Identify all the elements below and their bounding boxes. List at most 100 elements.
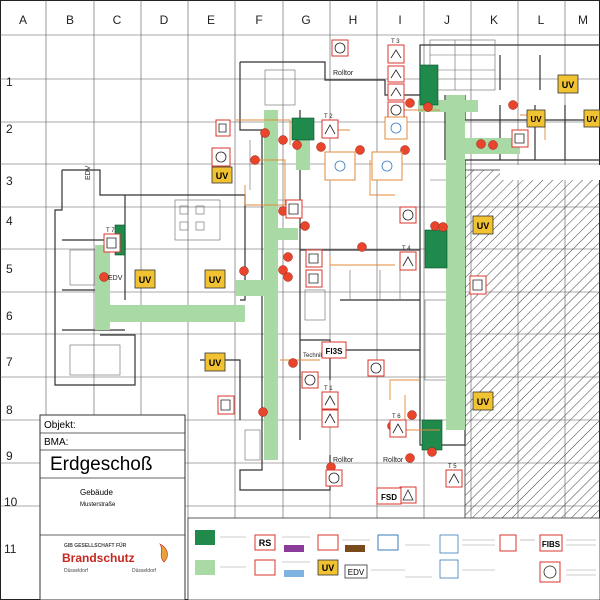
detector-tag: T 7 (106, 228, 115, 234)
edv-label: EDV (108, 275, 123, 282)
legend-stair-swatch (195, 530, 215, 545)
legend-blue-swatch (284, 570, 304, 577)
uv-boxes: UV UV UV UV UV UV UV UV (134, 74, 600, 411)
detector-tag: T 3 (391, 39, 400, 45)
svg-text:UV: UV (477, 397, 490, 407)
detector-tag: T 5 (448, 464, 457, 470)
svg-text:Düsseldorf: Düsseldorf (64, 568, 89, 574)
legend-fibs: FIBS (539, 534, 563, 552)
uv-box: UV (204, 269, 226, 289)
uv-box: UV (204, 352, 226, 372)
svg-text:UV: UV (139, 275, 152, 285)
svg-text:GIB GESELLSCHAFT FÜR: GIB GESELLSCHAFT FÜR (64, 542, 127, 549)
legend-symbol (317, 534, 339, 551)
legend-uv: UV (317, 559, 339, 576)
grid-col-label: K (490, 13, 498, 27)
detector-tag: T 2 (324, 114, 333, 120)
company-logo: GIB GESELLSCHAFT FÜR Brandschutz Düsseld… (62, 542, 168, 574)
legend-symbol (439, 559, 459, 579)
grid-col-label: F (255, 13, 262, 27)
legend-symbol (499, 534, 517, 552)
grid-row-label: 4 (6, 214, 13, 228)
grid-col-label: H (349, 13, 358, 27)
rolltor-label: Rolltor (333, 70, 354, 77)
svg-text:UV: UV (322, 563, 335, 573)
title-block: Objekt: BMA: Erdgeschoß Gebäude Musterst… (39, 414, 186, 600)
uv-box: UV (134, 269, 156, 289)
grid-col-label: L (538, 13, 545, 27)
svg-text:UV: UV (216, 171, 229, 181)
grid-row-label: 7 (6, 355, 13, 369)
legend-rs: RS (254, 534, 276, 551)
grid-row-label: 1 (6, 75, 13, 89)
svg-text:RS: RS (259, 538, 272, 548)
uv-box: UV (472, 215, 494, 235)
address-label: Musterstraße (80, 502, 116, 508)
grid-col-label: B (66, 13, 74, 27)
grid-col-label: M (578, 13, 588, 27)
grid-row-label: 3 (6, 174, 13, 188)
legend-symbol (439, 534, 459, 554)
svg-text:UV: UV (530, 115, 542, 124)
grid-col-label: E (207, 13, 215, 27)
uv-box: UV (472, 391, 494, 411)
uv-box: UV (583, 109, 600, 128)
zone-glyphs (334, 122, 402, 172)
svg-text:UV: UV (209, 275, 222, 285)
symbol-glyphs (106, 42, 525, 501)
floor-title: Erdgeschoß (50, 454, 152, 475)
svg-text:EDV: EDV (348, 568, 365, 577)
grid-row-label: 10 (4, 495, 18, 509)
technik-label: Technik (303, 353, 324, 359)
uv-box: UV (557, 74, 579, 94)
plan-labels: Rolltor Rolltor Rolltor EDV EDV Technik (85, 70, 404, 464)
svg-text:UV: UV (562, 80, 575, 90)
svg-text:UV: UV (477, 221, 490, 231)
building-label: Gebäude (80, 488, 113, 497)
rolltor-label: Rolltor (333, 457, 354, 464)
legend-purple-swatch (284, 545, 304, 552)
bma-label: BMA: (44, 437, 68, 448)
legend-symbol (254, 559, 276, 576)
svg-text:UV: UV (586, 115, 598, 124)
detector-tag: T 6 (392, 414, 401, 420)
grid-row-label: 5 (6, 262, 13, 276)
grid-col-label: G (301, 13, 310, 27)
fi3s-box: FI3S (321, 341, 347, 359)
uv-box: UV (526, 109, 546, 128)
legend-route-swatch (195, 560, 215, 575)
grid-row-label: 2 (6, 122, 13, 136)
legend-edv: EDV (344, 564, 368, 579)
uv-box: UV (211, 166, 233, 184)
detector-tags: T 3 T 2 T 4 T 1 T 6 T 5 T 7 (106, 39, 457, 470)
detector-tag: T 1 (324, 386, 333, 392)
svg-text:FSD: FSD (381, 493, 397, 502)
objekt-label: Objekt: (44, 420, 76, 431)
grid-col-label: J (444, 13, 450, 27)
grid-row-label: 11 (4, 542, 17, 556)
grid-col-label: I (398, 13, 401, 27)
svg-text:FI3S: FI3S (326, 347, 344, 356)
grid-row-label: 8 (6, 403, 13, 417)
grid-row-label: 9 (6, 449, 13, 463)
svg-text:FIBS: FIBS (542, 540, 561, 549)
grid-col-label: C (113, 13, 122, 27)
legend-symbol (377, 534, 399, 551)
legend-symbol (539, 561, 561, 583)
detector-tag: T 4 (402, 246, 411, 252)
legend: RS UV EDV FIBS (187, 517, 600, 600)
fsd-box: FSD (376, 487, 402, 505)
zone-boxes (324, 116, 408, 181)
edv-label: EDV (85, 165, 92, 180)
grid-row-label: 6 (6, 309, 13, 323)
svg-text:Brandschutz: Brandschutz (62, 551, 135, 565)
legend-brown-swatch (345, 545, 365, 552)
grid-col-label: D (160, 13, 169, 27)
svg-text:UV: UV (209, 358, 222, 368)
rolltor-label: Rolltor (383, 457, 404, 464)
legend-descriptions (220, 536, 596, 578)
grid-col-label: A (19, 13, 27, 27)
svg-text:Düsseldorf: Düsseldorf (132, 568, 157, 574)
hatch-mask (500, 165, 600, 180)
